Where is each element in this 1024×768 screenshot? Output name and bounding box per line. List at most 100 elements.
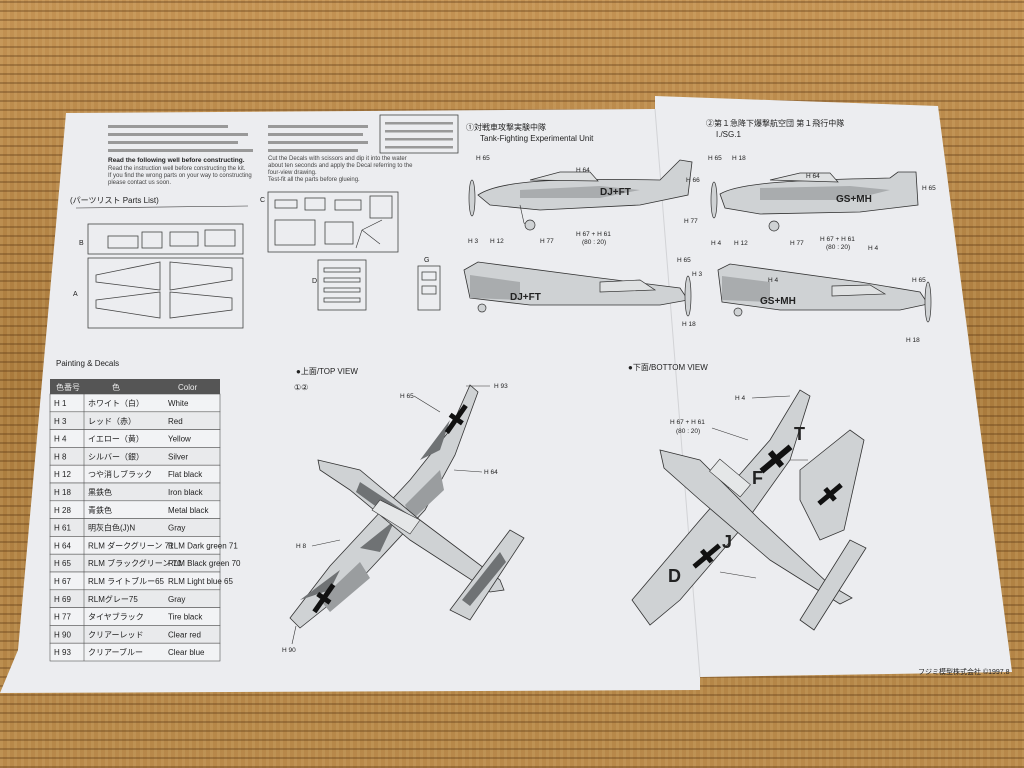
top-view-title: ●上面/TOP VIEW [296, 367, 358, 376]
instructions-line2: If you find the wrong parts on your way … [108, 173, 252, 179]
paint-name-en: Red [168, 417, 183, 426]
paint-name-en: RLM Dark green 71 [168, 541, 238, 550]
scheme1-title-en: Tank-Fighting Experimental Unit [480, 134, 594, 143]
top-callout-h93: H 93 [494, 383, 508, 390]
paint-name-jp: クリアーレッド [88, 630, 144, 639]
paint-name-jp: RLMグレー75 [88, 594, 138, 604]
caution-lines-right [268, 125, 368, 152]
s1-callout-mix: H 67 + H 61 [576, 231, 611, 238]
painting-title: Painting & Decals [56, 359, 119, 368]
paint-name-jp: 青鉄色 [88, 505, 112, 515]
s2-callout-h12: H 12 [734, 240, 748, 247]
s1-callout-h3: H 3 [468, 238, 479, 245]
sprue-c: C [260, 191, 399, 253]
scheme2-code-right: GS+MH [760, 296, 796, 307]
top-callout-h65: H 65 [400, 393, 414, 400]
scheme2-code-side: GS+MH [836, 194, 872, 205]
top-callout-h90: H 90 [282, 647, 296, 654]
sprue-label-c: C [260, 197, 265, 204]
s1-callout-h77-a: H 77 [684, 218, 698, 225]
s2-callout-h77: H 77 [790, 240, 804, 247]
scheme1-code-side: DJ+FT [600, 187, 631, 198]
s2-callout-h4-c: H 4 [768, 277, 779, 284]
s2-callout-mix: H 67 + H 61 [820, 236, 855, 243]
sprue-a: A [73, 257, 244, 329]
scheme1-profile-left: DJ+FT [468, 159, 693, 231]
paint-name-en: RLM Black green 70 [168, 559, 241, 568]
paint-name-jp: RLM ダークグリーン 71 [88, 540, 174, 550]
paint-name-en: Iron black [168, 488, 204, 497]
header-code: 色番号 [56, 382, 80, 392]
caution-lines-left [108, 125, 253, 152]
bottom-callout-h4: H 4 [735, 395, 746, 402]
sprue-b: B [79, 223, 244, 255]
scheme-1: ①対戦車攻撃実験中隊 Tank-Fighting Experimental Un… [463, 122, 703, 328]
paint-name-jp: つや消しブラック [88, 469, 152, 479]
paint-name-en: White [168, 399, 189, 408]
paint-code: H 12 [54, 470, 71, 479]
s1-callout-h64: H 64 [576, 167, 590, 174]
decal-instruction-3: four-view drawing. [268, 170, 317, 176]
bottom-view-title: ●下面/BOTTOM VIEW [628, 363, 708, 372]
s2-callout-h64: H 64 [806, 173, 820, 180]
sprue-g: G [417, 257, 441, 311]
bottom-view-aircraft: F T D J [631, 389, 867, 631]
decal-instruction-2: about ten seconds and apply the Decal re… [268, 163, 413, 169]
paint-name-jp: クリアーブルー [88, 647, 143, 657]
paint-name-jp: タイヤブラック [88, 612, 144, 622]
s1-callout-h66: H 66 [686, 177, 700, 184]
s2-callout-h65: H 65 [708, 155, 722, 162]
paint-name-jp: シルバー（銀） [88, 451, 144, 461]
s2-callout-h65-c: H 65 [912, 277, 926, 284]
paint-name-en: Clear red [168, 630, 201, 639]
parts-list: (パーツリスト Parts List) B A C [70, 191, 441, 329]
top-view-leaders [291, 385, 490, 645]
paint-name-jp: イエロー（黄） [88, 434, 144, 444]
sprue-label-b: B [79, 240, 84, 247]
s1-callout-h3-b: H 3 [692, 271, 703, 278]
bottom-letter-j: J [722, 532, 732, 552]
paint-name-en: Tire black [168, 613, 203, 622]
top-view-decals: ①② [294, 383, 308, 392]
paint-name-en: Yellow [168, 435, 191, 444]
bottom-letter-d: D [668, 566, 681, 586]
table-row [49, 642, 221, 662]
paint-name-jp: 明灰白色(J)N [88, 523, 135, 533]
instructions-block: Read the following well before construct… [108, 114, 459, 186]
paint-name-jp: 黒鉄色 [88, 487, 112, 497]
paint-name-en: Gray [168, 595, 185, 604]
top-view-aircraft [289, 384, 525, 629]
scheme2-profile-left: GS+MH [710, 171, 919, 232]
instructions-line3: please contact us soon. [108, 180, 171, 186]
s1-callout-ratio: (80 : 20) [582, 239, 606, 246]
paint-code: H 65 [54, 559, 71, 568]
bottom-view-leaders [711, 395, 808, 579]
s2-callout-ratio: (80 : 20) [826, 244, 850, 251]
paint-code: H 64 [54, 541, 71, 550]
paint-name-en: Clear blue [168, 648, 205, 657]
scheme1-profile-right: DJ+FT [463, 261, 692, 317]
paint-code: H 77 [54, 613, 71, 622]
paint-name-jp: ホワイト（白） [88, 398, 144, 408]
sprue-label-a: A [73, 291, 78, 298]
paint-code: H 8 [54, 452, 67, 461]
decal-instruction-1: Cut the Decals with scissors and dip it … [268, 156, 407, 162]
paint-code: H 69 [54, 595, 71, 604]
paint-code: H 1 [54, 399, 67, 408]
decal-instruction-4: Test-fit all the parts before glueing. [268, 177, 360, 183]
paint-code: H 61 [54, 524, 71, 533]
s1-callout-h65-b: H 65 [677, 257, 691, 264]
copyright-footer: フジミ模型株式会社 ©1997.8 [918, 667, 1010, 676]
scheme-2: ②第１急降下爆撃航空団 第１飛行中隊 I./SG.1 GS+MH H 65 H … [706, 118, 936, 344]
paint-name-en: Flat black [168, 470, 203, 479]
s1-callout-h65: H 65 [476, 155, 490, 162]
paint-code: H 93 [54, 648, 71, 657]
sprue-label-g: G [424, 257, 429, 264]
header-jp: 色 [112, 382, 120, 392]
paint-name-en: Gray [168, 524, 185, 533]
paint-code: H 4 [54, 435, 67, 444]
paint-code: H 67 [54, 577, 71, 586]
instructions-heading: Read the following well before construct… [108, 157, 245, 164]
